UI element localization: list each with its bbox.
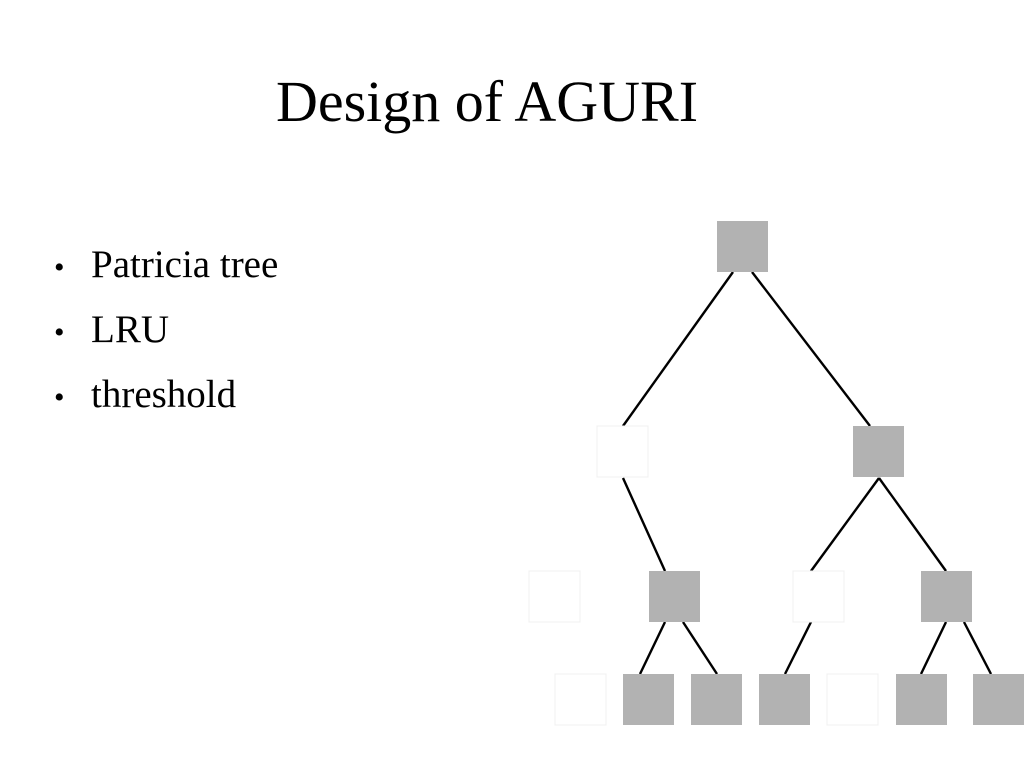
bullet-list: • Patricia tree • LRU • threshold [54, 232, 278, 427]
tree-node-empty [554, 673, 607, 726]
bullet-item-lru: • LRU [54, 297, 278, 362]
bullet-text: threshold [91, 373, 237, 416]
bullet-icon: • [54, 381, 65, 414]
tree-edge [638, 621, 667, 675]
tree-edge [878, 477, 947, 572]
tree-node-filled [691, 674, 742, 725]
tree-node-filled [853, 426, 904, 477]
tree-edge [919, 621, 948, 675]
tree-edges [621, 271, 993, 675]
tree-edge [783, 621, 813, 675]
bullet-icon: • [54, 316, 65, 349]
tree-node-filled [623, 674, 674, 725]
tree-nodes [528, 221, 1024, 726]
bullet-item-patricia-tree: • Patricia tree [54, 232, 278, 297]
bullet-icon: • [54, 251, 65, 284]
tree-node-filled [973, 674, 1024, 725]
tree-edge [621, 477, 667, 572]
tree-node-filled [921, 571, 972, 622]
tree-node-filled [896, 674, 947, 725]
tree-edge [622, 271, 734, 427]
tree-node-empty [826, 673, 879, 726]
bullet-text: Patricia tree [91, 243, 279, 286]
tree-node-filled [759, 674, 810, 725]
tree-node-empty [792, 570, 845, 623]
tree-node-filled [717, 221, 768, 272]
slide-title: Design of AGURI [275, 69, 699, 134]
tree-edge [962, 621, 993, 675]
tree-edge [751, 271, 871, 427]
bullet-item-threshold: • threshold [54, 362, 278, 427]
bullet-text: LRU [91, 308, 169, 351]
tree-node-empty [596, 425, 649, 478]
tree-node-empty [528, 570, 581, 623]
tree-edge [681, 621, 719, 675]
tree-edge [810, 477, 880, 572]
tree-node-filled [649, 571, 700, 622]
